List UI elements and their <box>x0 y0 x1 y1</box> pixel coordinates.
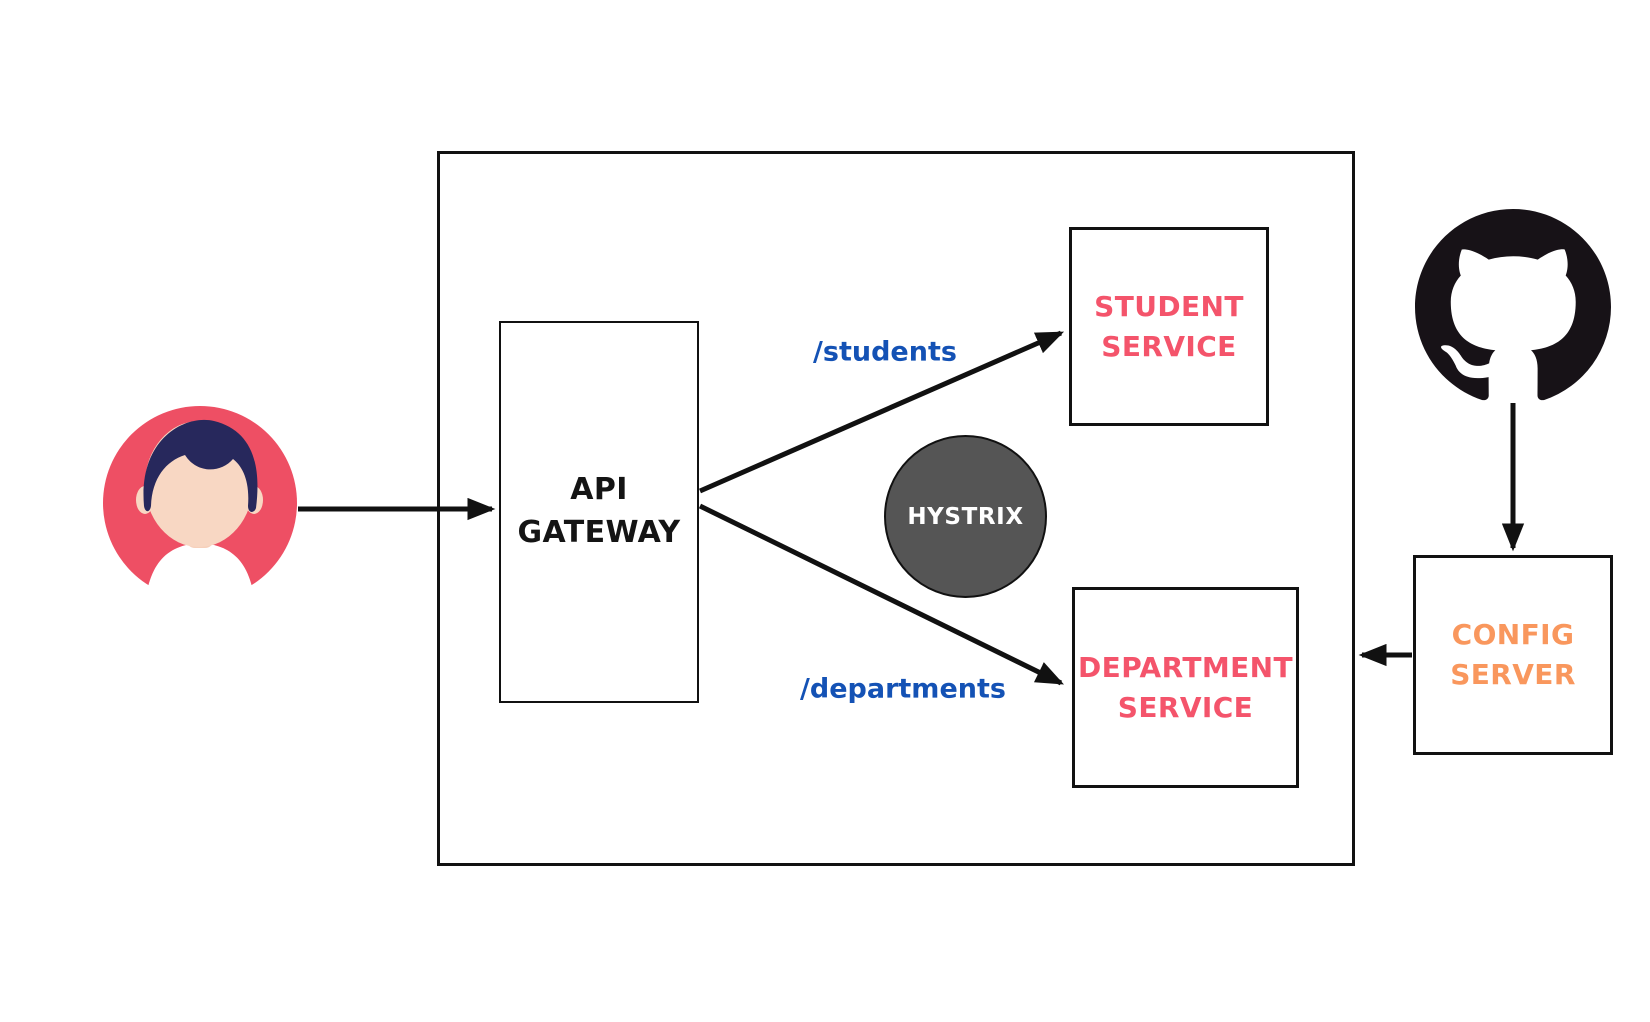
students-route-label: /students <box>813 336 957 368</box>
api-gateway-node: API GATEWAY <box>499 321 699 703</box>
student-service-label-line1: STUDENT <box>1094 289 1244 323</box>
api-gateway-label-line2: GATEWAY <box>517 515 681 550</box>
hystrix-label: HYSTRIX <box>907 503 1024 530</box>
department-service-label-line2: SERVICE <box>1117 690 1254 724</box>
config-server-node: CONFIG SERVER <box>1413 555 1613 755</box>
student-service-node: STUDENT SERVICE <box>1069 227 1269 426</box>
github-octocat-icon <box>1415 209 1611 401</box>
student-service-label: STUDENT SERVICE <box>1094 287 1244 367</box>
avatar-hair <box>143 419 258 512</box>
hystrix-node: HYSTRIX <box>884 435 1047 598</box>
api-gateway-label-line1: API <box>570 472 628 508</box>
config-server-label: CONFIG SERVER <box>1450 615 1576 695</box>
github-mark-path <box>1415 209 1611 401</box>
student-service-label-line2: SERVICE <box>1101 329 1237 363</box>
department-service-label: DEPARTMENT SERVICE <box>1078 648 1293 728</box>
department-service-node: DEPARTMENT SERVICE <box>1072 587 1299 788</box>
config-server-label-line1: CONFIG <box>1451 618 1575 652</box>
avatar-shirt <box>144 543 256 618</box>
api-gateway-label: API GATEWAY <box>517 469 680 554</box>
config-server-label-line2: SERVER <box>1450 658 1576 691</box>
departments-route-label: /departments <box>800 673 1006 705</box>
department-service-label-line1: DEPARTMENT <box>1078 650 1293 684</box>
user-avatar-icon <box>103 406 297 618</box>
